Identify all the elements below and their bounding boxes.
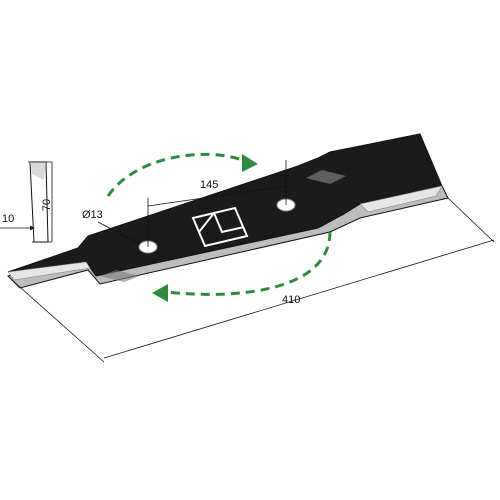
blade-twist-highlight-right bbox=[306, 170, 346, 184]
length-line bbox=[103, 239, 495, 359]
hole-spacing-line bbox=[147, 185, 287, 207]
length-dimension: 410 bbox=[11, 197, 495, 363]
blade-profile-section: 70 10 bbox=[0, 161, 53, 243]
cutting-bevel-left bbox=[7, 261, 91, 281]
cutting-bevel-right bbox=[359, 185, 443, 213]
brand-logo-icon bbox=[191, 206, 249, 248]
profile-height-label: 70 bbox=[41, 199, 53, 211]
hole-diameter-label: Ø13 bbox=[82, 209, 103, 221]
blade-twist-highlight-left bbox=[100, 270, 140, 282]
profile-bevel bbox=[30, 162, 46, 180]
mower-blade bbox=[7, 133, 449, 289]
rotation-arrows-icon bbox=[106, 152, 332, 302]
length-label: 410 bbox=[282, 294, 300, 306]
hole-diameter-callout: Ø13 bbox=[82, 209, 141, 245]
hole-spacing-label: 145 bbox=[200, 179, 218, 191]
blade-top-surface bbox=[7, 133, 443, 277]
hole-spacing-dimension: 145 bbox=[147, 160, 287, 247]
profile-thickness-label: 10 bbox=[2, 213, 14, 225]
